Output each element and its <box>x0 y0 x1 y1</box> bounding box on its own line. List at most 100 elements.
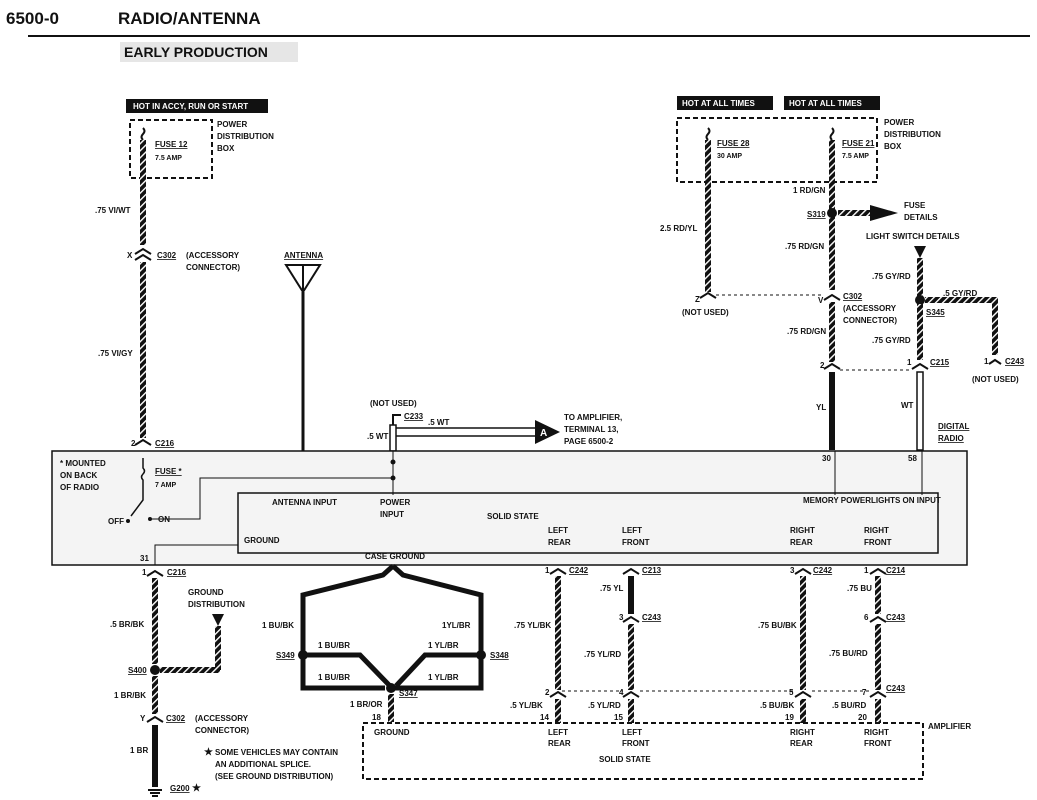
arrow-a-letter: A <box>540 428 547 439</box>
case-ground-label: CASE GROUND <box>365 552 425 561</box>
amplifier-label: AMPLIFIER <box>928 722 971 731</box>
connector-desc: CONNECTOR) <box>186 263 240 272</box>
wire-label: .75 GY/RD <box>872 272 911 281</box>
arrow-down-icon <box>212 614 224 626</box>
connector-label: C233 <box>404 412 424 421</box>
right-front-label: RIGHT <box>864 526 889 535</box>
page-subtitle: EARLY PRODUCTION <box>124 44 268 60</box>
banner-always-2 <box>784 96 880 110</box>
pdb-right-line1: POWER <box>884 118 914 127</box>
splice-s319 <box>827 208 837 218</box>
pin-label: 1 <box>864 566 869 575</box>
amp-left-rear: REAR <box>548 739 571 748</box>
wire-rd-yl <box>705 140 711 292</box>
banner-always-1-text: HOT AT ALL TIMES <box>682 99 756 108</box>
connector-desc: (ACCESSORY <box>843 304 897 313</box>
wire-label: .75 RD/GN <box>787 327 826 336</box>
pdb-right-line2: DISTRIBUTION <box>884 130 941 139</box>
fuse-details-label: DETAILS <box>904 213 938 222</box>
banner-always-2-text: HOT AT ALL TIMES <box>789 99 863 108</box>
wire-label: 1 BU/BK <box>262 621 294 630</box>
power-input-label: INPUT <box>380 510 404 519</box>
amp-right-rear: RIGHT <box>790 728 815 737</box>
wire-label: .5 BR/BK <box>110 620 144 629</box>
power-distribution-box-left <box>129 119 213 179</box>
pin-label: 19 <box>785 713 794 722</box>
wire-bu <box>875 576 881 614</box>
connector-label: C216 <box>155 439 175 448</box>
antenna-label: ANTENNA <box>284 251 323 260</box>
note-text: (SEE GROUND DISTRIBUTION) <box>215 772 334 781</box>
wire-vi-gy <box>140 262 146 438</box>
note-text: AN ADDITIONAL SPLICE. <box>215 760 311 769</box>
ground-dist-label: DISTRIBUTION <box>188 600 245 609</box>
not-used-label: (NOT USED) <box>370 399 417 408</box>
pdb-right-line3: BOX <box>884 142 902 151</box>
amplifier-box <box>362 722 924 780</box>
wire-br <box>152 725 158 787</box>
connector-desc: CONNECTOR) <box>843 316 897 325</box>
connector-label: C213 <box>642 566 662 575</box>
wire-label: .5 BU/RD <box>832 701 866 710</box>
pin-label: 6 <box>864 613 869 622</box>
splice-label: S345 <box>926 308 945 317</box>
wire-yl-bk <box>555 576 561 690</box>
wire-label: .5 BU/BK <box>760 701 794 710</box>
connector-label: C214 <box>886 566 906 575</box>
lights-on-label: LIGHTS ON INPUT <box>871 496 941 505</box>
wire-label: .5 WT <box>428 418 449 427</box>
subtitle-shade <box>120 42 298 62</box>
radio-fuse-amp: 7 AMP <box>155 482 176 489</box>
pin-label: 2 <box>545 688 550 697</box>
solid-state-label: SOLID STATE <box>487 512 539 521</box>
wire-label: .75 BU <box>847 584 872 593</box>
pin-label: 2 <box>820 361 825 370</box>
wire-label: 1 BR/BK <box>114 691 146 700</box>
pin-label: 18 <box>372 713 381 722</box>
light-switch-label: LIGHT SWITCH DETAILS <box>866 232 960 241</box>
wire-bu-rd <box>875 624 881 690</box>
amp-right-rear: REAR <box>790 739 813 748</box>
pin-label: 14 <box>540 713 549 722</box>
switch-off: OFF <box>108 517 124 526</box>
connector-label: C216 <box>167 568 187 577</box>
amplifier-ref: PAGE 6500-2 <box>564 437 614 446</box>
connector-c216-symbol <box>134 438 152 446</box>
pin-label: 4 <box>619 688 624 697</box>
pin-label: 31 <box>140 554 149 563</box>
page-code: 6500-0 <box>6 9 59 28</box>
splice-s400 <box>150 665 160 675</box>
page-title: RADIO/ANTENNA <box>118 9 261 28</box>
splice-label: S319 <box>807 210 826 219</box>
wire-yl-2 <box>628 576 634 614</box>
pin-label: 58 <box>908 454 917 463</box>
solid-state-box <box>237 492 939 554</box>
wire-label: .75 VI/WT <box>95 206 131 215</box>
fuse-21-amp: 7.5 AMP <box>842 153 869 160</box>
memory-power-label: MEMORY POWER <box>803 496 871 505</box>
wire-label: .75 YL/BK <box>514 621 551 630</box>
mounted-note: OF RADIO <box>60 483 99 492</box>
wire-label: 1 RD/GN <box>793 186 826 195</box>
radio-fuse-label: FUSE * <box>155 467 183 476</box>
wire-label: 1 BR <box>130 746 148 755</box>
pin-label: Z <box>695 295 700 304</box>
splice-s348 <box>476 650 486 660</box>
wire-label: .5 YL/BK <box>510 701 543 710</box>
fuse-28-label: FUSE 28 <box>717 139 750 148</box>
wire-yl <box>829 372 835 450</box>
ground-label: GROUND <box>244 536 280 545</box>
splice-label: S400 <box>128 666 147 675</box>
wire-label: .75 YL/RD <box>584 650 621 659</box>
pin-label: 20 <box>858 713 867 722</box>
mounted-note: * MOUNTED <box>60 459 106 468</box>
wire-label: .5 YL/RD <box>588 701 621 710</box>
splice-s349 <box>298 650 308 660</box>
fuse-details-label: FUSE <box>904 201 926 210</box>
ground-dist-label: GROUND <box>188 588 224 597</box>
pin-label: 15 <box>614 713 623 722</box>
wire-label: .75 VI/GY <box>98 349 133 358</box>
wire-label: .5 WT <box>367 432 388 441</box>
pdb-left-line3: BOX <box>217 144 235 153</box>
